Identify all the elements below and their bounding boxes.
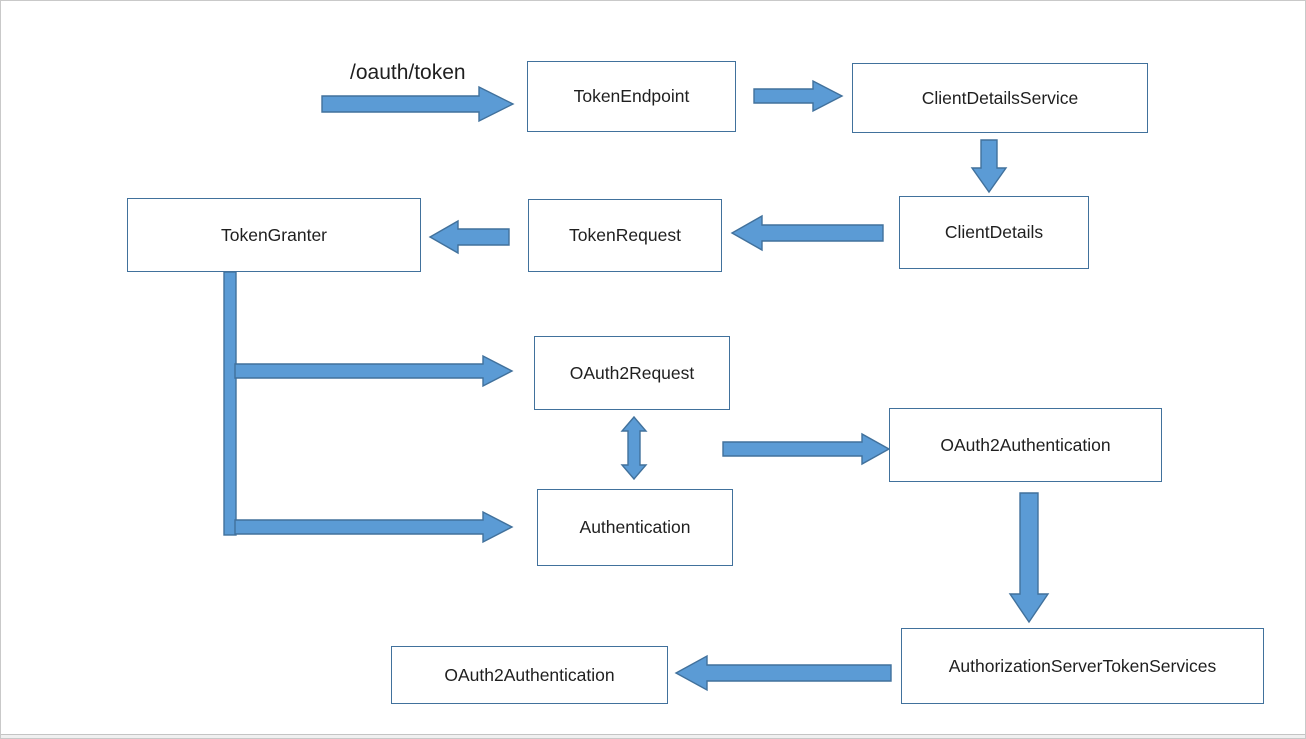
arrow-oauth-token-to-endpoint [321,85,515,123]
node-token-endpoint: TokenEndpoint [527,61,736,132]
arrow-tokengranter-to-oauth2request [234,354,514,388]
node-authorization-server-token-services: AuthorizationServerTokenServices [901,628,1264,704]
node-oauth2-authentication: OAuth2Authentication [889,408,1162,482]
arrow-endpoint-to-clientdetailsservice [753,79,844,113]
bottom-frame-band [1,734,1305,738]
node-token-request: TokenRequest [528,199,722,272]
node-client-details: ClientDetails [899,196,1089,269]
arrow-tokengranter-to-authentication [234,510,514,544]
arrow-tokenservices-to-oauth2authentication [674,654,892,692]
node-token-granter: TokenGranter [127,198,421,272]
arrow-oauth2authentication-to-tokenservices [1008,492,1050,624]
arrow-tokenrequest-to-tokengranter [428,219,510,255]
tokengranter-branch-bar [223,271,237,536]
arrow-clientdetailsservice-to-clientdetails [970,139,1008,194]
oauth-token-endpoint-label: /oauth/token [350,61,466,84]
arrow-to-oauth2authentication [722,432,891,466]
arrow-oauth2request-authentication-bidirectional [620,415,648,481]
node-oauth2-authentication-result: OAuth2Authentication [391,646,668,704]
node-client-details-service: ClientDetailsService [852,63,1148,133]
arrow-clientdetails-to-tokenrequest [730,214,884,252]
node-oauth2-request: OAuth2Request [534,336,730,410]
node-authentication: Authentication [537,489,733,566]
